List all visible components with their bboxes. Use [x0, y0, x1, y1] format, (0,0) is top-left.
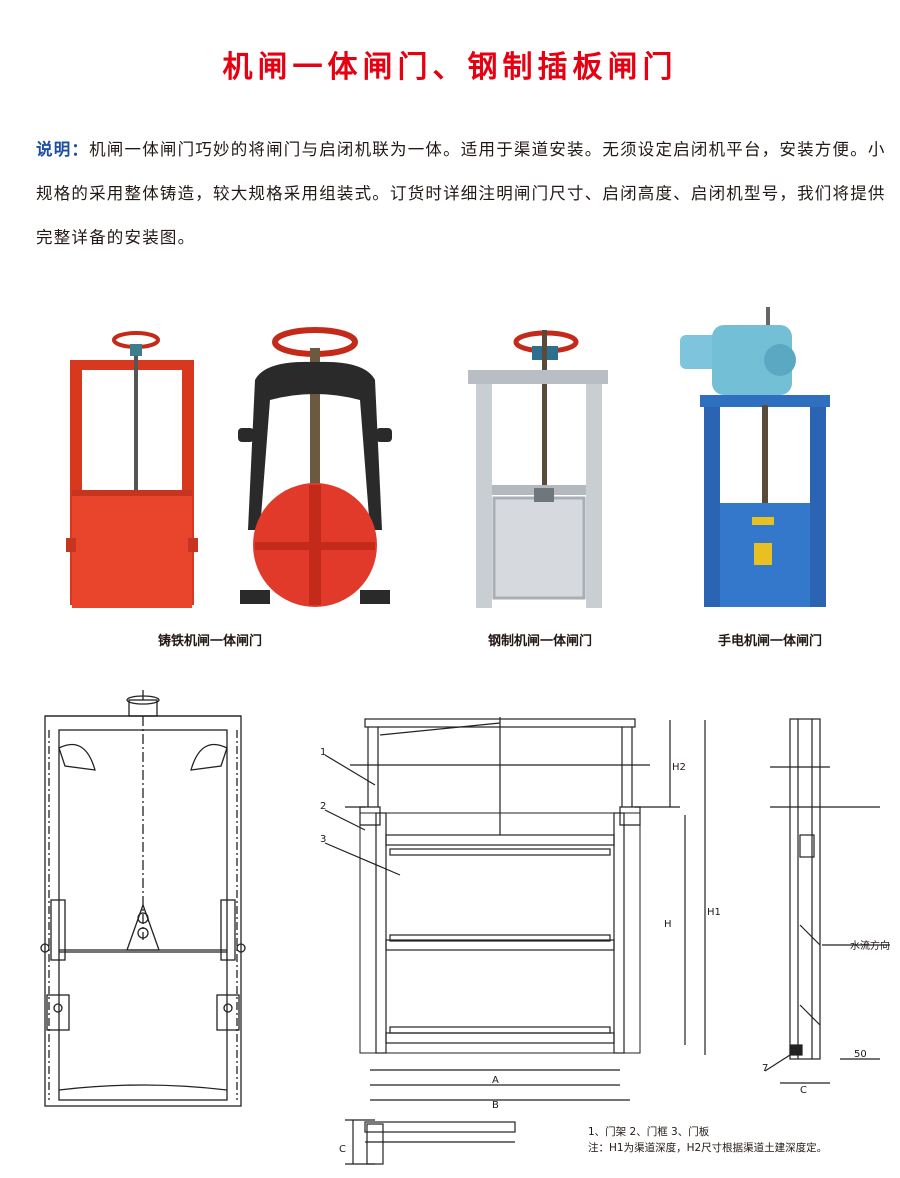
main-elevation-drawing: 1 2 3 H2 H H1 A B [320, 717, 721, 1111]
side-section-drawing: 水流方向 50 7 C [762, 718, 890, 1096]
dim-a: A [492, 1075, 499, 1086]
notes-remark: 注：H1为渠道深度，H2尺寸根据渠道土建深度定。 [588, 1142, 828, 1154]
drawing-notes: 1、门架 2、门框 3、门板 注：H1为渠道深度，H2尺寸根据渠道土建深度定。 [588, 1124, 827, 1156]
label-7: 7 [762, 1063, 768, 1074]
dim-c-side: C [800, 1085, 807, 1096]
dim-b: B [492, 1100, 499, 1111]
caption-electric: 手电机闸一体闸门 [717, 634, 822, 649]
flow-direction: 水流方向 [850, 939, 890, 952]
electric-gate-photo [680, 307, 830, 607]
description-label: 说明： [36, 140, 90, 159]
front-elevation-drawing [40, 690, 246, 1107]
plan-detail-drawing: C [339, 1119, 516, 1165]
steel-gate-photo [468, 330, 608, 608]
dim-50: 50 [854, 1049, 867, 1060]
description-text: 机闸一体闸门巧妙的将闸门与启闭机联为一体。适用于渠道安装。无须设定启闭机平台，安… [36, 140, 886, 247]
dim-c-plan: C [339, 1144, 346, 1155]
label-3: 3 [320, 834, 326, 845]
cast-iron-gate-photo [66, 327, 392, 608]
caption-cast-iron: 铸铁机闸一体闸门 [157, 634, 262, 649]
dim-h: H [664, 919, 672, 930]
description: 说明：机闸一体闸门巧妙的将闸门与启闭机联为一体。适用于渠道安装。无须设定启闭机平… [36, 128, 886, 260]
caption-steel: 钢制机闸一体闸门 [487, 634, 592, 649]
notes-legend: 1、门架 2、门框 3、门板 [588, 1126, 710, 1138]
label-1: 1 [320, 747, 326, 758]
dim-h2: H2 [672, 762, 686, 773]
page-title: 机闸一体闸门、钢制插板闸门 [222, 50, 678, 85]
label-2: 2 [320, 801, 326, 812]
dim-h1: H1 [707, 907, 721, 918]
